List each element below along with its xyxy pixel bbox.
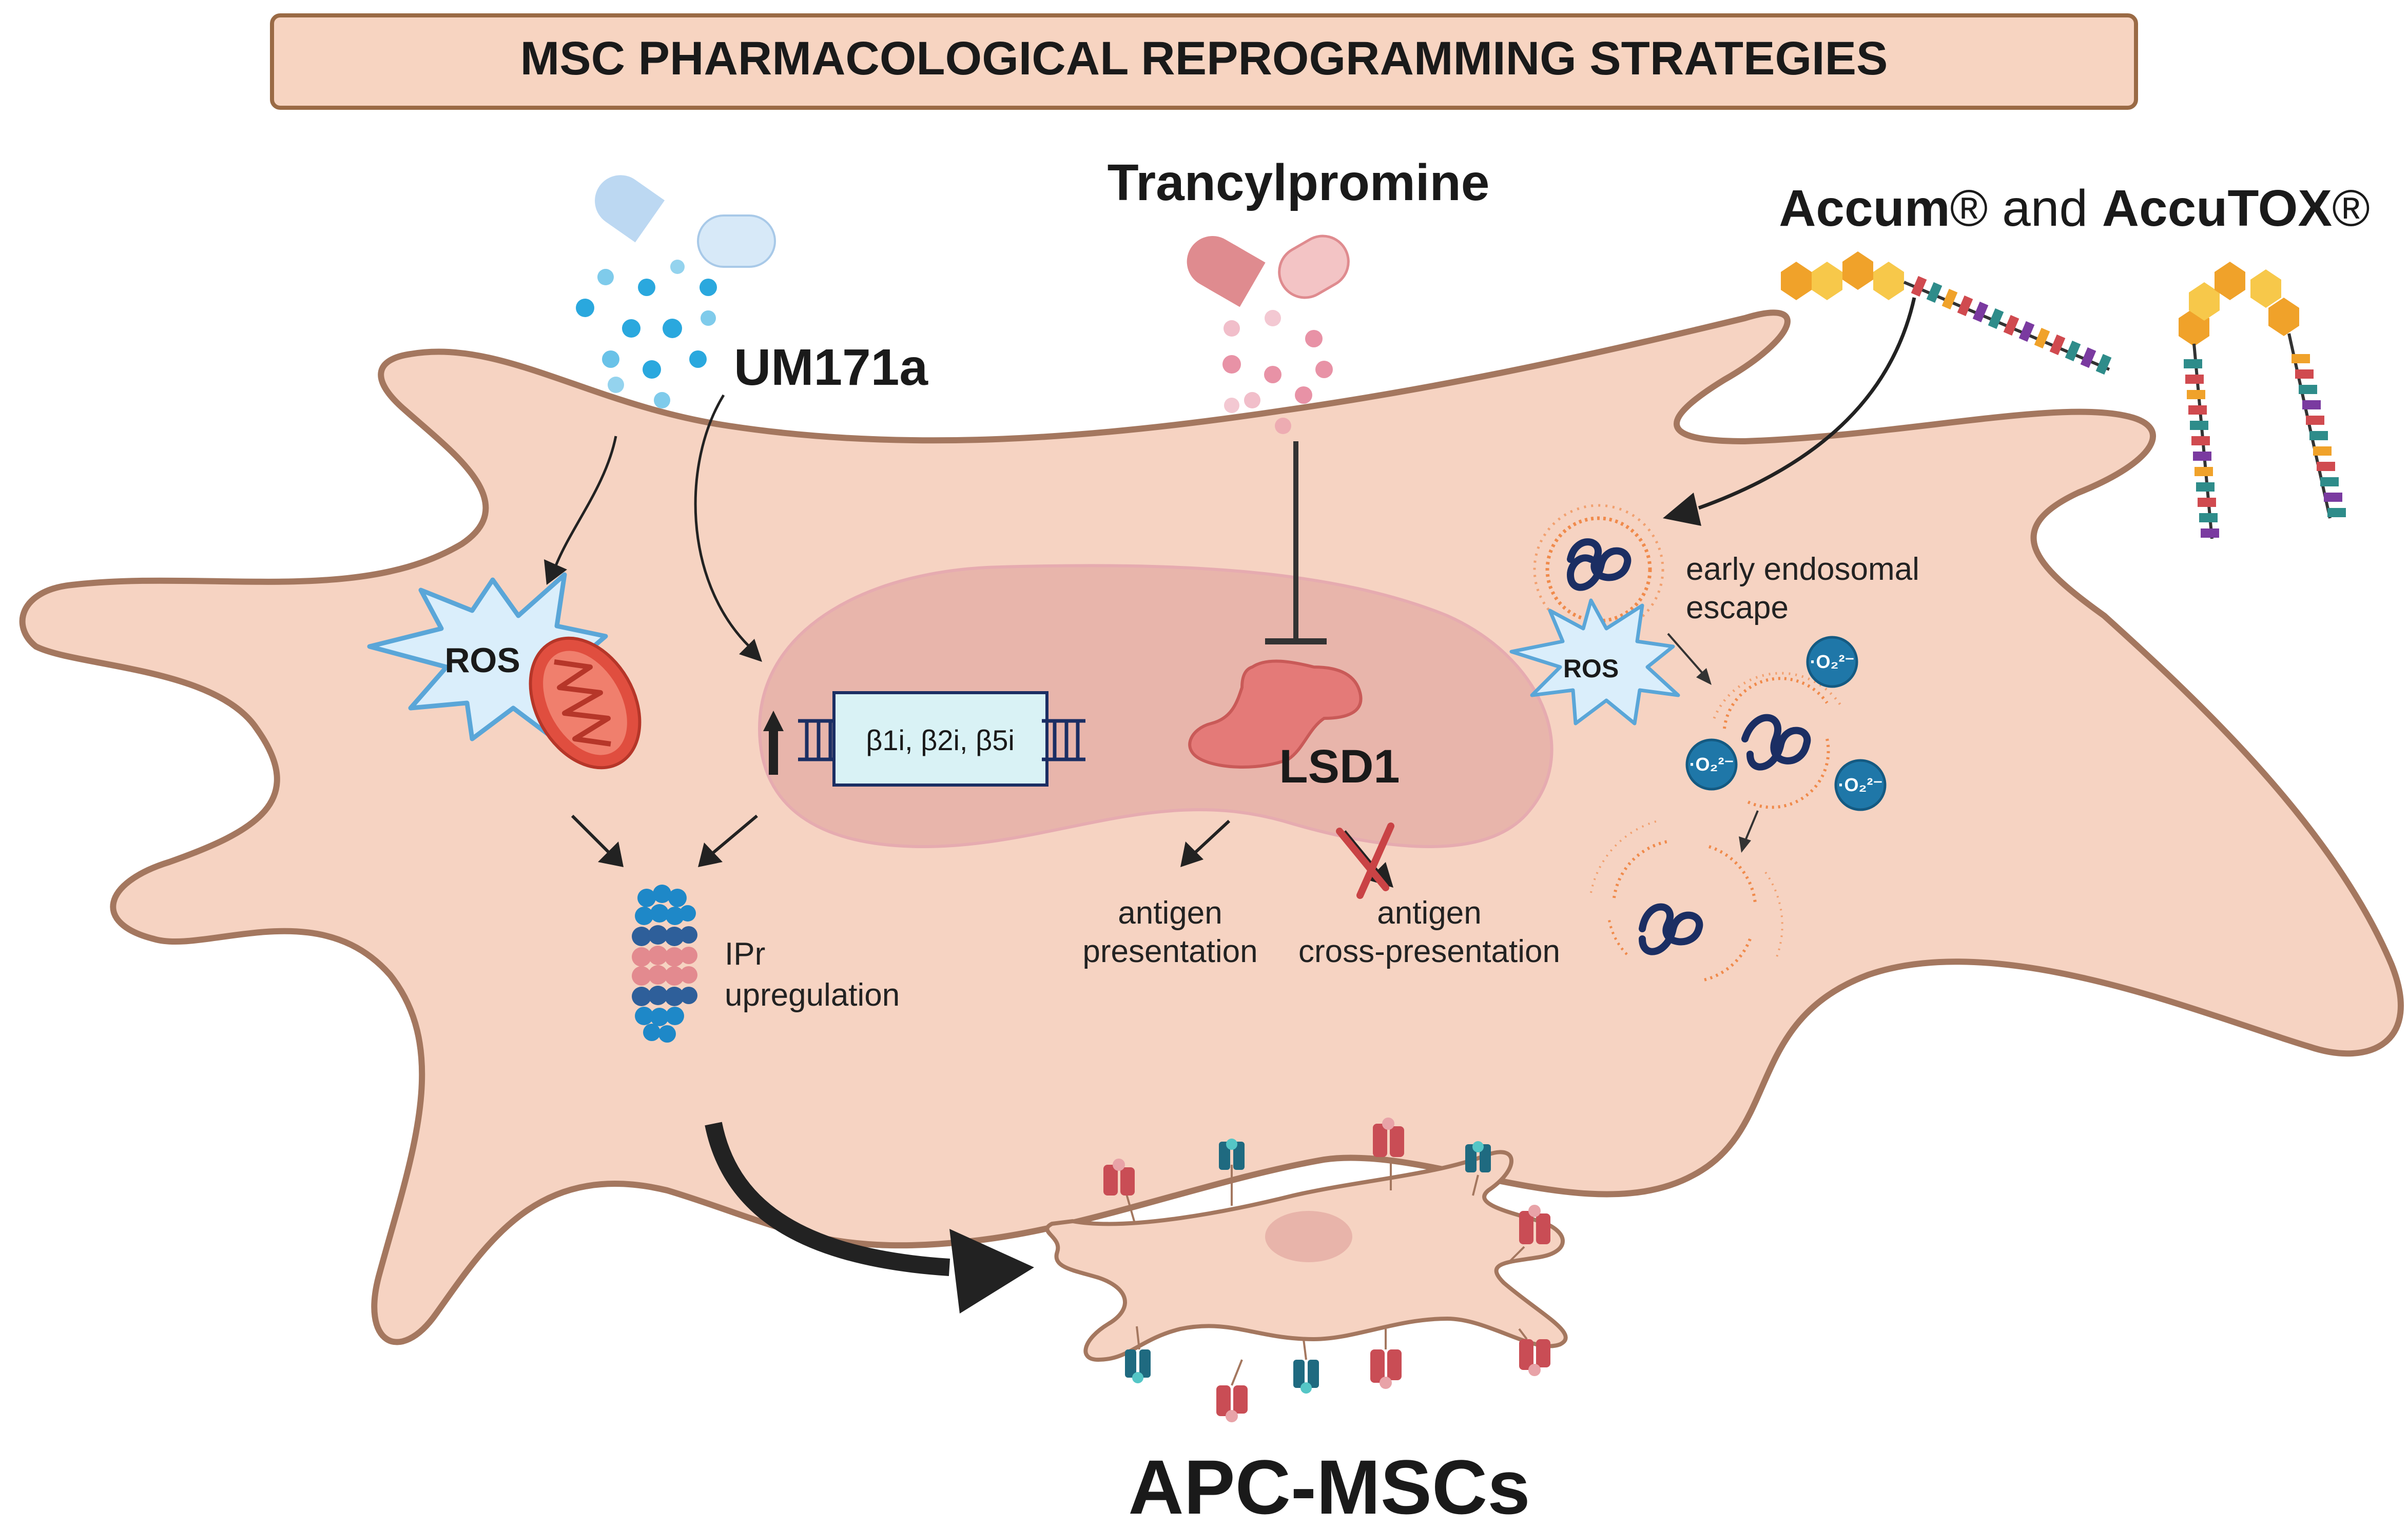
antigen-presentation-line2: presentation xyxy=(1082,934,1257,969)
superoxide-label-3: ·O₂²⁻ xyxy=(1838,774,1883,795)
mhc-molecule-2 xyxy=(1219,1139,1245,1206)
accum-name: Accum xyxy=(1779,180,1950,237)
mhc-molecule-6 xyxy=(1125,1326,1151,1383)
mhc-molecule-9 xyxy=(1370,1329,1402,1389)
accum-registered-mark: ® xyxy=(1950,180,1988,237)
ipr-label-line1: IPr xyxy=(725,936,765,972)
superoxide-label-2: ·O₂²⁻ xyxy=(1690,754,1734,775)
accutox-name: AccuTOX xyxy=(2102,180,2332,237)
superoxide-bubble-3: ·O₂²⁻ xyxy=(1834,759,1887,811)
accutox-molecule-icon xyxy=(2179,262,2346,539)
proteasome-gene-box xyxy=(832,691,1048,787)
um171a-particles xyxy=(576,260,717,408)
antigen-presentation-line1: antigen xyxy=(1118,895,1222,931)
reprogramming-result-arrow xyxy=(705,1122,1034,1314)
mhc-molecule-3 xyxy=(1373,1118,1404,1190)
mhc-molecule-1 xyxy=(1103,1159,1135,1222)
accum-and: and xyxy=(1988,180,2102,237)
accum-accutox-label: Accum® and AccuTOX® xyxy=(1779,180,2370,237)
mhc-molecule-7 xyxy=(1216,1359,1248,1422)
accum-to-endosome-arrow xyxy=(1663,297,1916,526)
um171a-capsule-icon xyxy=(595,175,776,268)
mhc-molecule-5 xyxy=(1508,1205,1550,1263)
lsd1-label: LSD1 xyxy=(1279,740,1400,793)
ros-label-right: ROS xyxy=(1563,654,1619,683)
immunoproteasome-genes-label: β1i, β2i, β5i xyxy=(866,724,1015,756)
title-banner: MSC PHARMACOLOGICAL REPROGRAMMING STRATE… xyxy=(270,13,2138,110)
title-box xyxy=(270,13,2138,110)
mitochondrion-icon xyxy=(529,636,642,770)
um171a-label: UM171a xyxy=(734,339,928,396)
endosomal-escape-line1: early endosomal xyxy=(1686,552,1919,587)
ros-to-ipr-arrow xyxy=(571,814,624,867)
ros-label-left: ROS xyxy=(444,641,520,680)
cross-presentation-line1: antigen xyxy=(1377,895,1481,931)
superoxide-bubble-1: ·O₂²⁻ xyxy=(1806,636,1858,688)
page-title: MSC PHARMACOLOGICAL REPROGRAMMING STRATE… xyxy=(520,32,1888,85)
blocked-cross-mark xyxy=(1336,822,1394,899)
endosomal-escape-line2: escape xyxy=(1686,590,1789,625)
superoxide-label-1: ·O₂²⁻ xyxy=(1810,651,1855,672)
early-endosome-2 xyxy=(1713,672,1844,809)
trancylpromine-label: Trancylpromine xyxy=(1108,154,1490,211)
um171a-to-ros-arrow xyxy=(544,436,617,585)
lsd1-to-presentation-arrow xyxy=(1180,819,1231,867)
endosome-progression-arrow-1 xyxy=(1667,633,1712,685)
mhc-molecule-4 xyxy=(1465,1141,1491,1196)
ros-burst-right: ROS xyxy=(1509,598,1680,726)
mhc-molecule-8 xyxy=(1293,1339,1319,1394)
superoxide-bubble-2: ·O₂²⁻ xyxy=(1685,738,1738,791)
accutox-registered-mark: ® xyxy=(2332,180,2370,237)
dna-segment-right xyxy=(1042,719,1085,761)
immunoproteasome-icon xyxy=(632,885,697,1043)
endosome-progression-arrow-2 xyxy=(1739,810,1759,853)
genes-to-ipr-arrow xyxy=(698,814,758,867)
mhc-molecule-10 xyxy=(1518,1328,1550,1376)
trancylpromine-capsule-icon xyxy=(1187,234,1350,307)
ruptured-endosome xyxy=(1590,820,1783,982)
upregulation-arrow xyxy=(763,711,784,775)
cross-presentation-line2: cross-presentation xyxy=(1298,934,1560,969)
lsd1-inhibition-arrow xyxy=(1265,441,1327,644)
um171a-to-nucleus-arrow xyxy=(694,394,762,662)
lsd1-protein-icon xyxy=(1188,659,1363,769)
apc-msc-label: APC-MSCs xyxy=(1128,1444,1530,1528)
ipr-label-line2: upregulation xyxy=(725,977,900,1013)
trancylpromine-particles xyxy=(1222,310,1333,434)
accum-molecule-icon xyxy=(1781,251,2112,375)
msc-cell-body xyxy=(19,309,2404,1345)
